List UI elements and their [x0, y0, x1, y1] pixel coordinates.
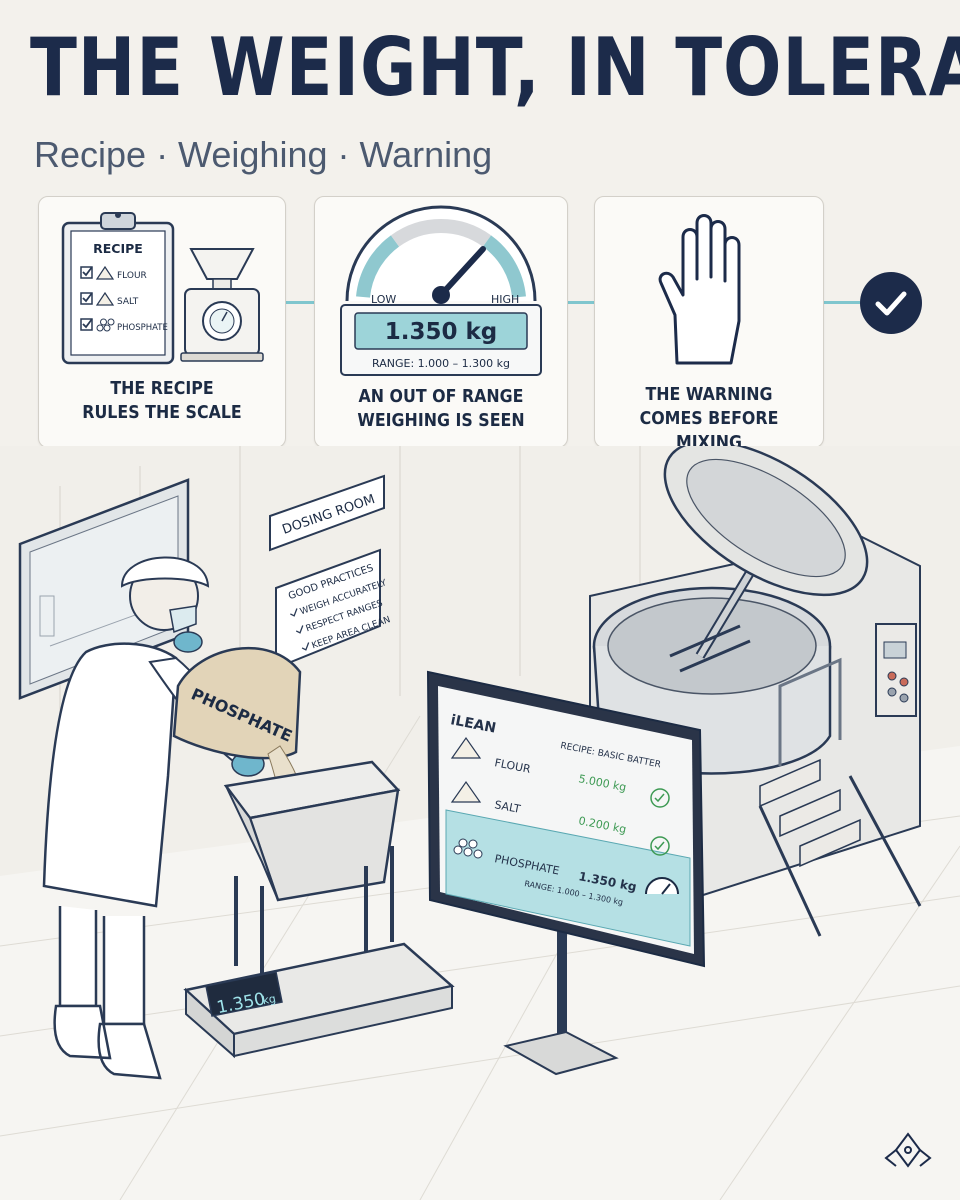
caption-line: AN OUT OF RANGE [358, 386, 524, 407]
card-caption: THE RECIPE RULES THE SCALE [54, 377, 270, 425]
stop-hand-icon [658, 214, 741, 365]
gauge-card: LOW HIGH 1.350 kg RANGE: 1.000 – 1.300 k… [314, 196, 568, 448]
connector-line [284, 301, 314, 304]
checkbox-icon [80, 318, 93, 331]
reading-display [354, 312, 528, 350]
granules-icon [453, 838, 483, 859]
scale-display [205, 971, 283, 1017]
caption-line: THE RECIPE [110, 378, 214, 399]
room-sign [269, 474, 385, 552]
check-icon [654, 841, 665, 851]
powder-pile-icon [95, 291, 115, 306]
card-caption: AN OUT OF RANGE WEIGHING IS SEEN [330, 385, 552, 433]
recipe-item-phosphate: PHOSPHATE [117, 323, 168, 333]
connector-line [566, 301, 594, 304]
caption-line: RULES THE SCALE [82, 402, 242, 423]
gauge-reading: 1.350 kg [385, 319, 498, 345]
clipboard-icon [61, 212, 175, 365]
recipe-monitor [426, 670, 706, 1076]
connector-line [822, 301, 860, 304]
gauge-range: RANGE: 1.000 – 1.300 kg [372, 357, 510, 370]
checkbox-icon [80, 266, 93, 279]
brand-logo-icon [884, 1132, 932, 1168]
phosphate-row-highlight [445, 809, 691, 947]
screen-row-name: SALT [493, 798, 521, 816]
scale-unit: kg [261, 992, 277, 1007]
kitchen-scale-icon [180, 248, 264, 362]
dosing-room-scene: DOSING ROOM GOOD PRACTICES WEIGH ACCURAT… [0, 446, 960, 1200]
gauge-low-label: LOW [371, 293, 396, 306]
weighing-scale [183, 760, 455, 1059]
mini-gauge-icon [645, 877, 679, 895]
practices-poster [275, 548, 381, 670]
gauge-icon [345, 205, 537, 304]
page-subtitle: Recipe · Weighing · Warning [34, 134, 493, 175]
gauge-high-label: HIGH [491, 293, 519, 306]
page-title: THE WEIGHT, IN TOLERANCE [30, 21, 960, 114]
recipe-item-salt: SALT [117, 297, 139, 307]
check-circle-icon [650, 836, 670, 856]
powder-pile-icon [450, 780, 482, 803]
caption-line: WEIGHING IS SEEN [357, 410, 525, 431]
check-icon [290, 608, 310, 651]
warning-card: THE WARNING COMES BEFORE MIXING [594, 196, 824, 453]
granules-icon [96, 318, 115, 332]
checkbox-icon [80, 292, 93, 305]
caption-line: THE WARNING [645, 384, 773, 405]
recipe-card: RECIPE FLOUR SALT PHOSPHATE [38, 196, 286, 448]
observation-window [18, 478, 190, 700]
powder-pile-icon [95, 265, 115, 280]
check-icon [860, 272, 922, 334]
recipe-scale-illustration: RECIPE FLOUR SALT PHOSPHATE [61, 212, 264, 365]
gauge-illustration: LOW HIGH 1.350 kg RANGE: 1.000 – 1.300 k… [340, 205, 542, 376]
recipe-item-flour: FLOUR [117, 271, 147, 281]
card-caption: THE WARNING COMES BEFORE MIXING [609, 383, 810, 455]
check-circle-icon [650, 788, 670, 808]
check-icon [654, 793, 665, 803]
powder-pile-icon [450, 736, 482, 759]
clipboard-title: RECIPE [93, 241, 143, 256]
